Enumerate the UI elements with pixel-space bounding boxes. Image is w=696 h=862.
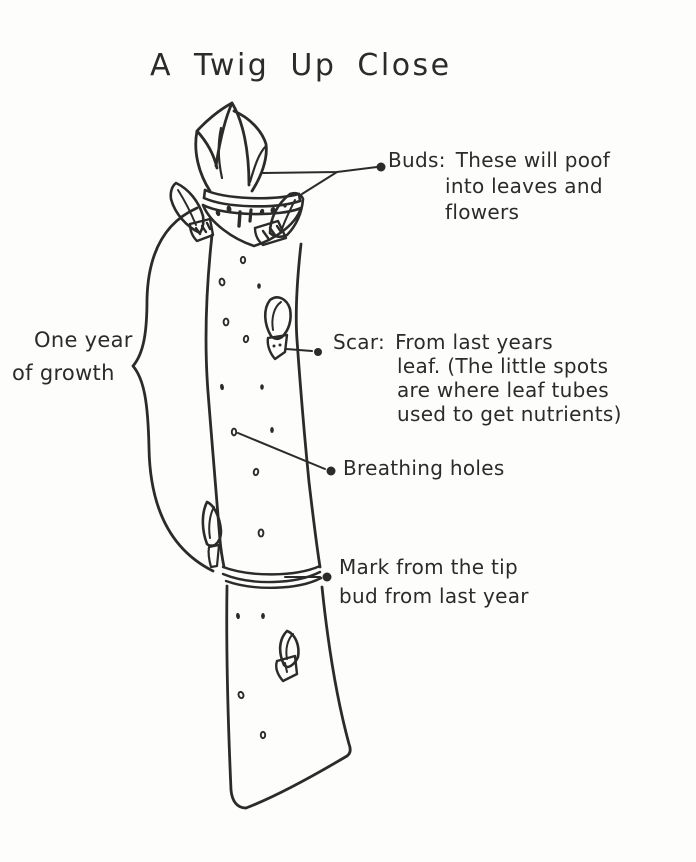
annotation-breathing-holes: Breathing holes (343, 456, 505, 480)
breathing-holes-leader (237, 432, 336, 476)
mark-line1: Mark from the tip (339, 555, 518, 579)
breathing-holes-leader-dot (326, 466, 336, 476)
buds-leader (262, 162, 386, 195)
growth-ring-icon (221, 564, 323, 589)
tip-bud-mark-leader-dot (322, 572, 332, 582)
annotation-scar: Scar: From last years leaf. (The little … (333, 330, 622, 426)
scar-line2: leaf. (The little spots (397, 354, 609, 378)
scar-line4: used to get nutrients) (397, 402, 622, 426)
annotation-buds: Buds: These will poof into leaves and fl… (388, 147, 610, 225)
buds-leader-dot (376, 162, 386, 172)
page-title: A Twig Up Close (150, 48, 452, 83)
scar-line1: From last years (395, 330, 553, 354)
one-year-brace-icon (131, 206, 215, 573)
buds-line3: flowers (445, 200, 520, 224)
right-lateral-bud-icon (253, 191, 305, 247)
lower-right-bud-icon (275, 629, 300, 683)
terminal-bud-icon (194, 101, 268, 193)
growth-line1: One year (34, 328, 133, 352)
annotation-tip-bud-mark: Mark from the tip bud from last year (339, 553, 529, 611)
buds-term: Buds: (388, 148, 446, 172)
leaf-scar-bud-icon (263, 296, 292, 361)
twig-stem-lower (225, 584, 352, 810)
bud-scale-collar-icon (201, 188, 303, 248)
scar-line3: are where leaf tubes (397, 378, 609, 402)
mark-line2: bud from last year (339, 584, 529, 608)
tip-bud-mark-leader (284, 572, 332, 582)
buds-line1: These will poof (455, 148, 611, 172)
twig-stem-upper (204, 233, 322, 569)
left-mid-bud-icon (201, 500, 223, 569)
scar-term: Scar: (333, 330, 386, 354)
lenticels (218, 255, 274, 740)
scar-leader-dot (314, 348, 322, 356)
growth-line2: of growth (12, 361, 115, 385)
scar-leader (285, 348, 322, 356)
annotation-one-year-growth: One year of growth (12, 324, 133, 390)
buds-line2: into leaves and (445, 174, 603, 198)
left-lateral-bud-icon (169, 181, 215, 243)
